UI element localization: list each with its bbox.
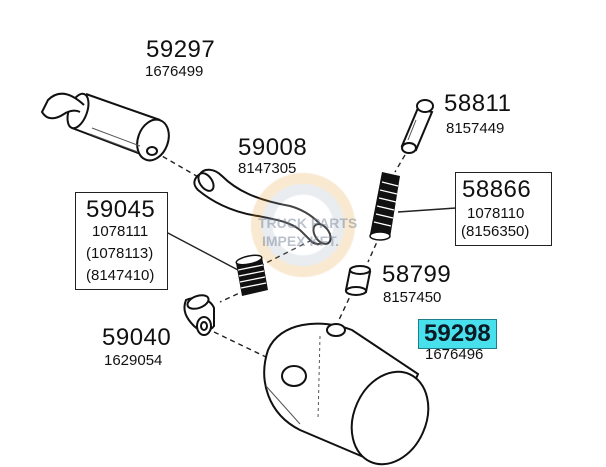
label-58799-number: 58799 [382, 261, 452, 288]
watermark-text-1: TRUCK PARTS [258, 215, 358, 231]
label-59045-number: 59045 [86, 196, 156, 223]
part-59045-flex-hose[interactable] [235, 253, 268, 296]
label-59045-ref-3: (8147410) [86, 267, 155, 284]
part-59040-elbow[interactable] [183, 293, 215, 336]
part-59008-bent-pipe[interactable] [193, 168, 334, 247]
label-58866-ref-1: 1078110 [467, 205, 525, 222]
label-59298-number-highlight: 59298 [418, 319, 497, 349]
label-59040-number: 59040 [102, 324, 172, 351]
label-59008-number: 59008 [238, 134, 308, 161]
part-58799-sleeve[interactable] [344, 265, 372, 296]
callout-58866 [455, 172, 552, 246]
label-58811-number: 58811 [444, 90, 512, 117]
label-59297-ref: 1676499 [145, 63, 204, 80]
label-58866-number: 58866 [462, 176, 532, 203]
label-59045-ref-2: (1078113) [86, 245, 154, 262]
callout-59045 [75, 192, 168, 290]
label-59045-ref-1: 1078111 [92, 223, 149, 240]
assembly-lines [154, 151, 406, 359]
label-59298-ref: 1676496 [425, 346, 484, 363]
part-59297-muffler[interactable] [40, 91, 174, 165]
part-58866-flex-hose[interactable] [369, 172, 400, 241]
label-59040-ref: 1629054 [104, 352, 163, 369]
part-59298-silencer[interactable] [263, 322, 442, 467]
part-58811-tube[interactable] [400, 99, 434, 154]
watermark-text-2: IMPEX KFT. [262, 233, 340, 249]
label-59008-ref: 8147305 [238, 160, 297, 177]
label-58811-ref: 8157449 [446, 120, 505, 137]
label-58799-ref: 8157450 [383, 289, 442, 306]
label-58866-ref-2: (8156350) [461, 223, 530, 240]
callout-leaders [165, 207, 457, 271]
label-59297-number: 59297 [146, 36, 216, 63]
